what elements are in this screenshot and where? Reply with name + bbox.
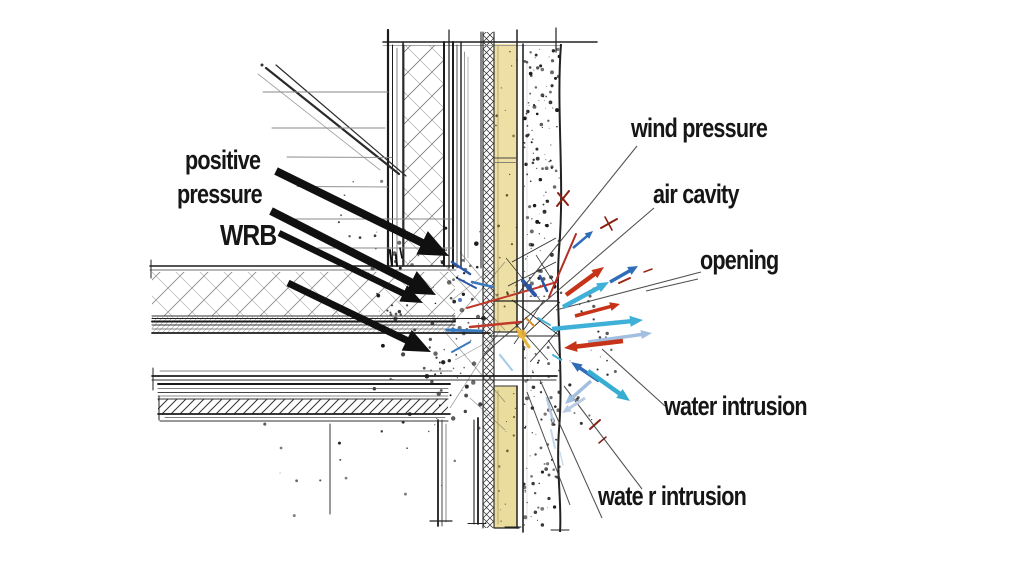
label-positive: positive bbox=[185, 145, 261, 175]
label-water-intrusion-upper: water intrusion bbox=[664, 391, 808, 421]
label-wrb: WRB bbox=[220, 220, 277, 252]
water-air-spray-arrows bbox=[551, 231, 652, 413]
soffit-hatch-band bbox=[158, 399, 448, 414]
stud-insulation-hatch bbox=[404, 45, 444, 266]
label-water-intrusion-lower: wate r intrusion bbox=[598, 481, 747, 511]
wrb-sheathing-strip bbox=[483, 32, 494, 528]
construction-linework bbox=[149, 27, 598, 533]
pressure-arrows bbox=[269, 167, 449, 352]
label-wind-pressure: wind pressure bbox=[631, 113, 768, 143]
label-opening: opening bbox=[700, 245, 779, 275]
label-air-cavity: air cavity bbox=[653, 179, 739, 209]
rigid-insulation-upper bbox=[494, 44, 517, 332]
paint-blobs bbox=[260, 63, 532, 339]
rigid-insulation-lower bbox=[494, 386, 517, 528]
label-pressure: pressure bbox=[177, 179, 263, 209]
